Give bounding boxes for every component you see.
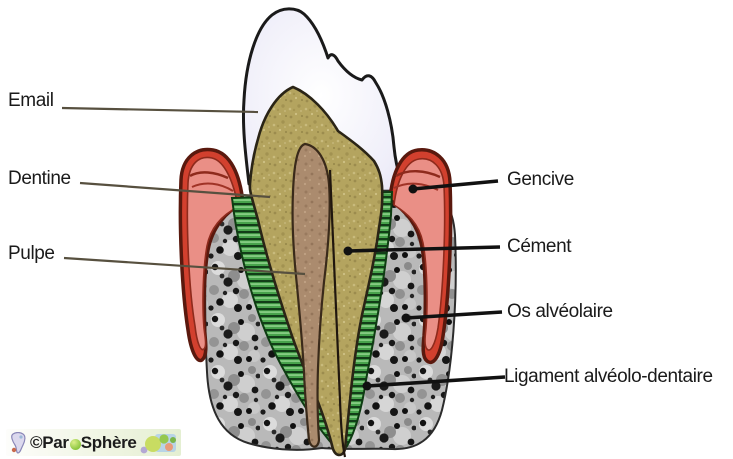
leader-line-dentine	[79, 181, 271, 199]
watermark-suffix: Sphère	[80, 432, 137, 452]
watermark-bubbles-icon	[140, 434, 176, 454]
watermark-bar: ©Par Sphère	[6, 429, 181, 456]
leader-dot-ligament	[362, 381, 372, 391]
label-gencive: Gencive	[507, 169, 574, 190]
leader-dot-cement	[343, 246, 353, 256]
watermark-prefix: ©Par	[30, 432, 69, 452]
label-email: Email	[8, 90, 54, 111]
watermark-text: ©Par Sphère	[30, 433, 137, 453]
label-dentine: Dentine	[8, 168, 71, 189]
leader-lines-right	[343, 179, 506, 391]
pulp-shape	[291, 142, 331, 448]
leader-line-cement	[347, 245, 501, 253]
label-ligament-alveolo-dentaire: Ligament alvéolo-dentaire	[504, 366, 713, 387]
leader-line-pulpe	[63, 256, 306, 276]
leader-line-os-alveolaire	[405, 310, 503, 320]
leader-lines-left	[61, 106, 306, 276]
leader-line-email	[61, 106, 259, 114]
label-pulpe: Pulpe	[8, 243, 55, 264]
root-canal-line	[328, 169, 347, 458]
green-o-bubble-icon	[69, 438, 81, 450]
label-cement: Cément	[507, 236, 572, 257]
gum-right-shape	[388, 148, 453, 364]
leader-line-gencive	[412, 179, 499, 191]
label-os-alveolaire: Os alvéolaire	[507, 301, 613, 322]
leader-line-ligament	[366, 375, 506, 388]
leader-dot-gencive	[408, 184, 418, 194]
parosphere-logo-icon	[11, 431, 26, 454]
leader-dot-os-alveolaire	[401, 313, 411, 323]
gum-left-shape	[178, 147, 245, 363]
